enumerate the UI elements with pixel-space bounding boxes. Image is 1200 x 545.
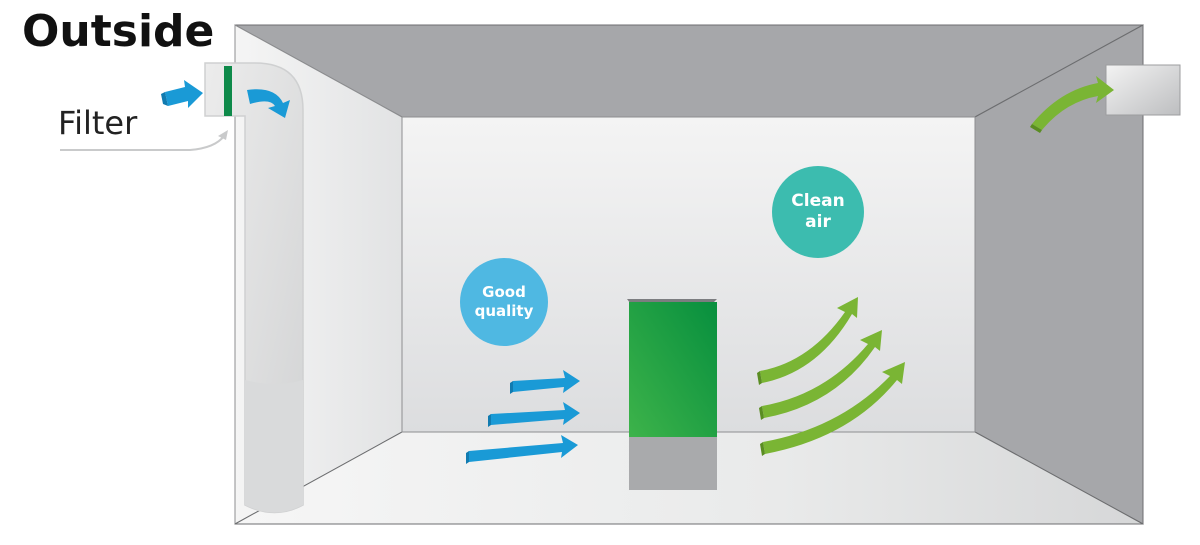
inflow-arrow-icon [510, 370, 580, 394]
inflow-arrows [466, 370, 580, 464]
outflow-arrow-icon [760, 362, 905, 456]
outflow-arrows [757, 297, 905, 456]
inflow-arrow-icon [466, 435, 578, 464]
outflow-arrow-icon [757, 297, 858, 385]
filter-pointer [60, 135, 225, 151]
clean-air-line1: Clean [791, 190, 845, 211]
air-purifier [627, 299, 717, 490]
outside-label: Outside [22, 6, 215, 57]
outflow-arrow-icon [759, 330, 882, 420]
exhaust-arrow-icon [1030, 76, 1114, 133]
intake-arrow-icon [161, 80, 203, 108]
good-quality-line2: quality [474, 302, 534, 320]
good-quality-bubble: Good quality [460, 258, 548, 346]
filter-bar [224, 66, 232, 116]
duct-curved-arrow-icon [247, 89, 290, 118]
filter-label: Filter [58, 104, 138, 142]
exhaust-vent [1105, 64, 1181, 116]
clean-air-bubble: Clean air [772, 166, 864, 258]
good-quality-line1: Good [482, 283, 526, 302]
clean-air-line2: air [805, 212, 831, 232]
inflow-arrow-icon [488, 402, 580, 427]
intake-duct [204, 62, 304, 514]
